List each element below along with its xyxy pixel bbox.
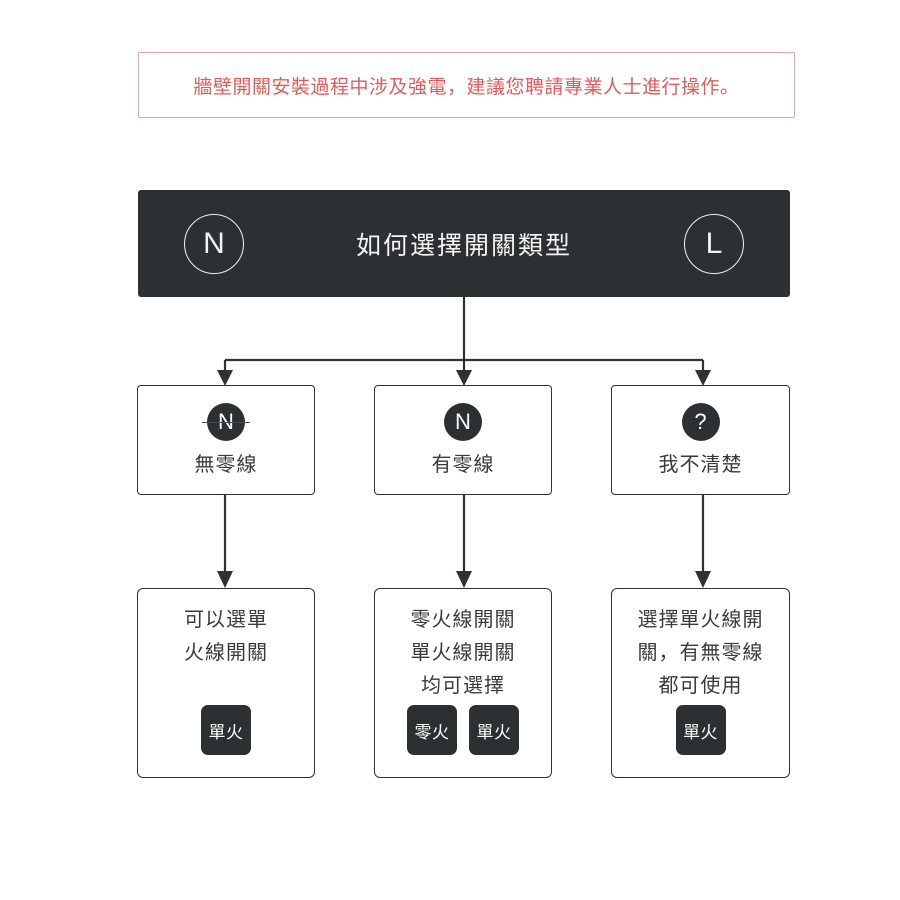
flowchart-header-bar: N 如何選擇開關類型 L <box>138 190 790 297</box>
circle-n-icon: N <box>184 213 244 274</box>
badge-row: 零火 單火 <box>407 705 519 755</box>
result-box-has-neutral[interactable]: 零火線開關 單火線開關 均可選擇 零火 單火 <box>374 588 552 778</box>
decision-box-unsure[interactable]: ? 我不清楚 <box>611 385 790 495</box>
decision-box-no-neutral[interactable]: N 無零線 <box>137 385 315 495</box>
result-line: 選擇單火線開 <box>637 609 764 631</box>
result-box-no-neutral[interactable]: 可以選單 火線開關 單火 <box>137 588 315 778</box>
page-title: 如何選擇開關類型 <box>355 231 572 260</box>
decision-box-has-neutral[interactable]: N 有零線 <box>374 385 552 495</box>
n-glyph: N <box>218 409 234 434</box>
result-text: 可以選單 火線開關 <box>184 605 268 669</box>
decision-label: 有零線 <box>431 454 495 476</box>
badge-single-live[interactable]: 單火 <box>201 705 251 755</box>
badge-row: 單火 <box>201 705 251 755</box>
badge-neutral-live[interactable]: 零火 <box>407 705 457 755</box>
circle-n-filled-icon: N <box>444 403 482 441</box>
result-line: 關，有無零線 <box>637 642 764 664</box>
decision-label: 無零線 <box>194 454 258 476</box>
result-line: 均可選擇 <box>421 675 505 697</box>
n-glyph: N <box>455 409 471 434</box>
result-text: 零火線開關 單火線開關 均可選擇 <box>411 605 516 702</box>
question-mark-icon: ? <box>681 403 720 441</box>
warning-banner: 牆壁開關安裝過程中涉及強電，建議您聘請專業人士進行操作。 <box>138 52 795 118</box>
result-line: 可以選單 <box>184 609 268 631</box>
result-line: 火線開關 <box>184 642 268 664</box>
question-glyph: ? <box>694 409 707 434</box>
badge-row: 單火 <box>675 705 726 755</box>
decision-label: 我不清楚 <box>658 454 743 476</box>
strike-line <box>202 422 250 424</box>
n-struck-through-icon: N <box>202 403 250 441</box>
result-box-unsure[interactable]: 選擇單火線開 關，有無零線 都可使用 單火 <box>611 588 790 778</box>
warning-text: 牆壁開關安裝過程中涉及強電，建議您聘請專業人士進行操作。 <box>193 76 740 98</box>
badge-single-live[interactable]: 單火 <box>469 705 519 755</box>
result-line: 單火線開關 <box>410 642 516 664</box>
circle-l-icon: L <box>683 213 744 274</box>
result-text: 選擇單火線開 關，有無零線 都可使用 <box>638 605 764 702</box>
result-line: 零火線開關 <box>410 609 516 631</box>
badge-single-live[interactable]: 單火 <box>675 705 726 755</box>
result-line: 都可使用 <box>658 675 743 697</box>
